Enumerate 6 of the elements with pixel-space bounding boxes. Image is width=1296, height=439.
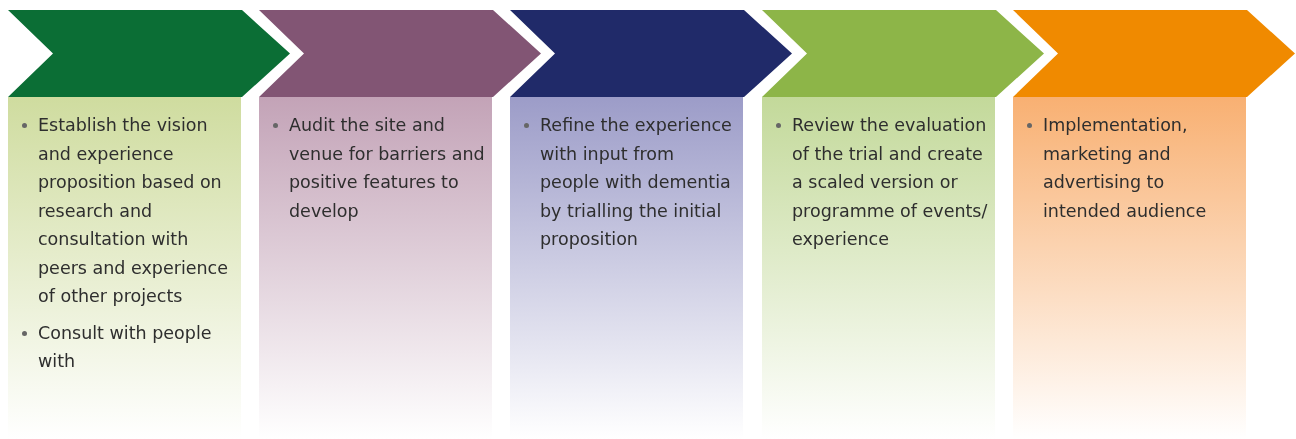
bullet-text: Refine the experience with input from people with dementia by trialling the initial proposition	[540, 115, 732, 249]
bullet-text: Establish the vision and experience proposition based on research and consultation with peers and experience of other projects	[38, 115, 228, 306]
bullet-text: Review the evaluation of the trial and create a scaled version or programme of events/ experience	[792, 115, 988, 249]
bullet-text: Audit the site and venue for barriers and positive features to develop	[289, 115, 485, 221]
bullet-text: Implementation, marketing and advertising to intended audience	[1043, 115, 1207, 221]
bullet-text: Consult with people with	[38, 322, 212, 371]
